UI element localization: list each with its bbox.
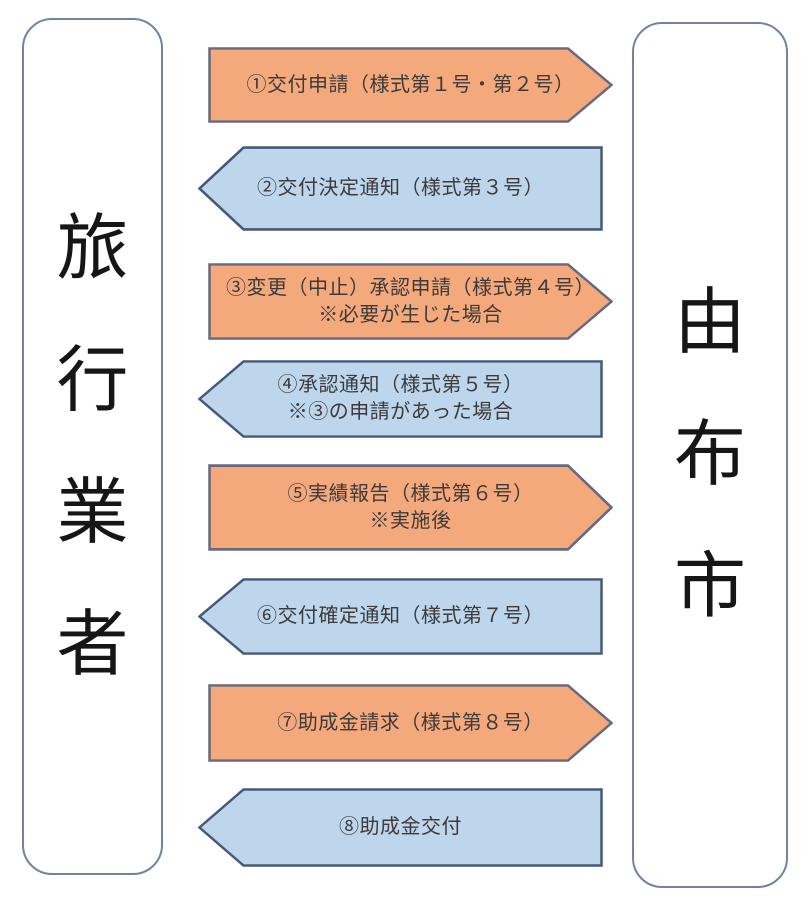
- arrow-label: ⑥交付確定通知（様式第７号）: [257, 605, 544, 627]
- left-arrow-shape: [198, 578, 603, 655]
- actor-char: 行: [56, 340, 129, 421]
- right-arrow-shape: [208, 47, 613, 123]
- arrow-step-2: ②交付決定通知（様式第３号）: [198, 146, 603, 231]
- arrow-note: ※実施後: [369, 509, 452, 532]
- arrow-label: ①交付申請（様式第１号・第２号）: [246, 73, 575, 96]
- arrow-step-5: ⑤実績報告（様式第６号） ※実施後: [208, 464, 613, 551]
- arrow-label: ②交付決定通知（様式第３号）: [257, 177, 544, 199]
- actor-char: 業: [56, 472, 129, 553]
- arrow-note: ※③の申請があった場合: [287, 401, 514, 423]
- right-arrow-shape: [208, 684, 613, 762]
- arrow-step-7: ⑦助成金請求（様式第８号）: [208, 684, 613, 762]
- arrow-label: ⑧助成金交付: [339, 816, 462, 838]
- actor-char: 市: [673, 547, 746, 627]
- flow-arrows-column: ①交付申請（様式第１号・第２号） ②交付決定通知（様式第３号） ③変更（中止）承…: [198, 0, 613, 900]
- arrow-label: ⑤実績報告（様式第６号）: [287, 482, 534, 505]
- left-arrow-shape: [198, 146, 603, 231]
- actor-box-travel-agency: 旅 行 業 者: [22, 18, 163, 875]
- actor-char: 布: [673, 415, 746, 495]
- arrow-step-4: ④承認通知（様式第５号） ※③の申請があった場合: [198, 360, 603, 438]
- arrow-step-6: ⑥交付確定通知（様式第７号）: [198, 578, 603, 655]
- arrow-step-1: ①交付申請（様式第１号・第２号）: [208, 47, 613, 123]
- arrow-label: ④承認通知（様式第５号）: [277, 374, 524, 396]
- arrow-label: ⑦助成金請求（様式第８号）: [277, 711, 544, 734]
- left-arrow-shape: [198, 360, 603, 438]
- arrow-label: ③変更（中止）承認申請（様式第４号）: [226, 276, 595, 299]
- actor-box-yufu-city: 由 布 市: [632, 22, 788, 888]
- arrow-note: ※必要が生じた場合: [318, 303, 503, 326]
- actor-char: 由: [673, 283, 746, 363]
- actor-char: 者: [56, 604, 129, 685]
- left-arrow-shape: [198, 788, 603, 867]
- arrow-step-3: ③変更（中止）承認申請（様式第４号） ※必要が生じた場合: [208, 263, 613, 340]
- right-arrow-shape: [208, 464, 613, 551]
- actor-char: 旅: [56, 208, 129, 289]
- right-arrow-shape: [208, 263, 613, 340]
- arrow-step-8: ⑧助成金交付: [198, 788, 603, 867]
